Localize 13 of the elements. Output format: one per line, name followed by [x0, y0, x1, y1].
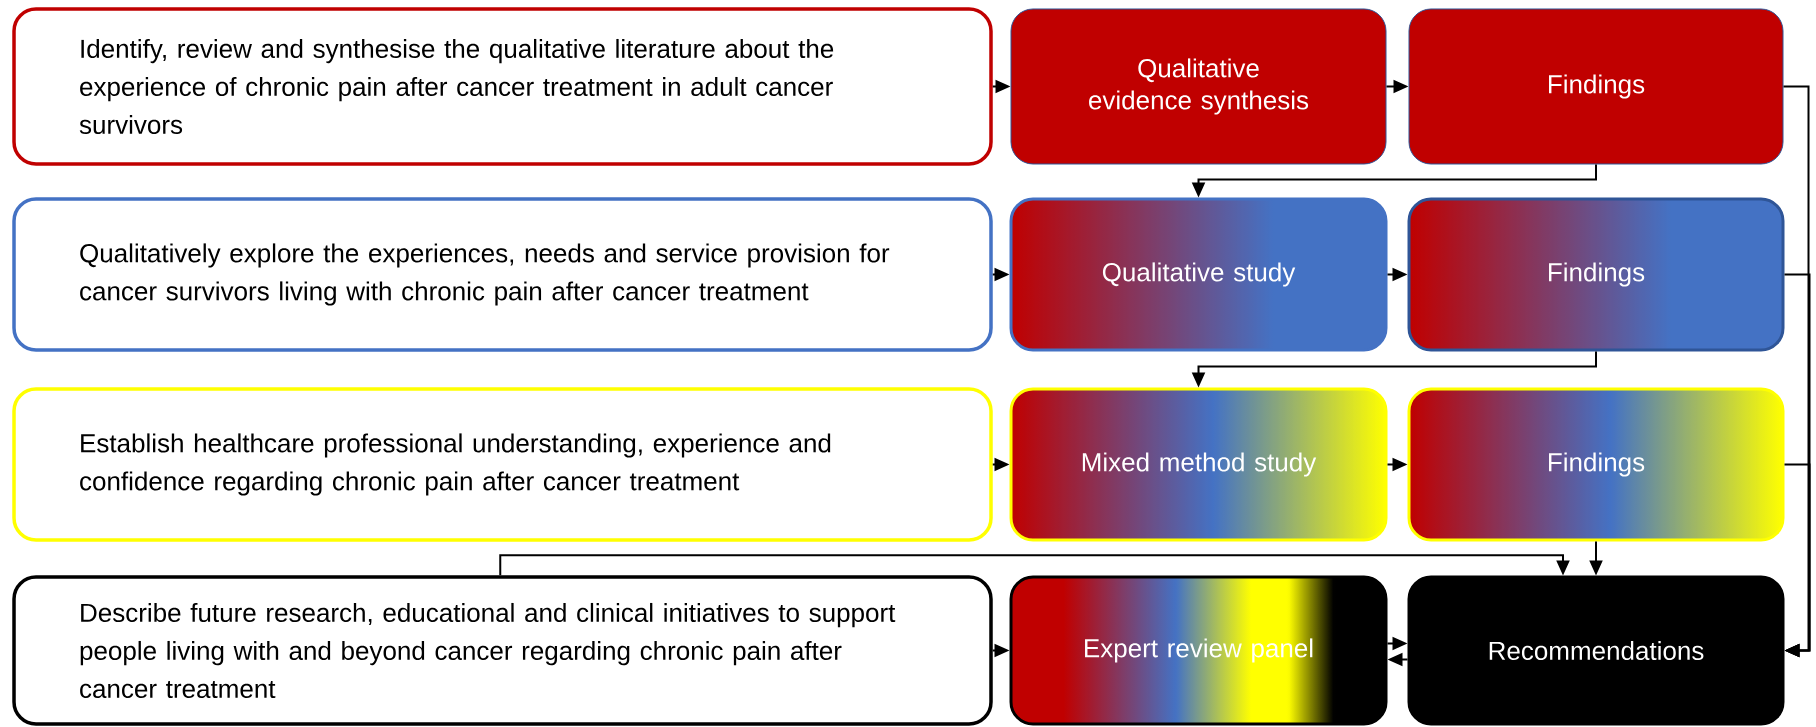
process-box: Qualitative evidence synthesis: [1010, 8, 1387, 165]
objective-box: Establish healthcare professional understanding, experience and confidence regarding chronic pain after cancer treatment: [12, 387, 993, 542]
arrow: [499, 554, 1570, 577]
findings-box: Findings: [1407, 387, 1785, 542]
objective-box: Qualitatively explore the experiences, needs and service provision for cancer survivors living with chronic pain after cancer treatment: [12, 197, 993, 352]
findings-box: Recommendations: [1407, 575, 1785, 726]
objective-box: Identify, review and synthesise the qualitative literature about the experience of chronic pain after cancer treatment in adult cancer survivors: [12, 7, 993, 166]
arrow: [1783, 463, 1811, 658]
findings-box: Findings: [1408, 8, 1784, 165]
findings-box: Findings: [1407, 197, 1785, 352]
process-box: Mixed method study: [1009, 387, 1388, 542]
process-box: Qualitative study: [1009, 197, 1388, 352]
objective-box: Describe future research, educational and clinical initiatives to support people living with and beyond cancer regarding chronic pain after cancer treatment: [12, 575, 993, 726]
